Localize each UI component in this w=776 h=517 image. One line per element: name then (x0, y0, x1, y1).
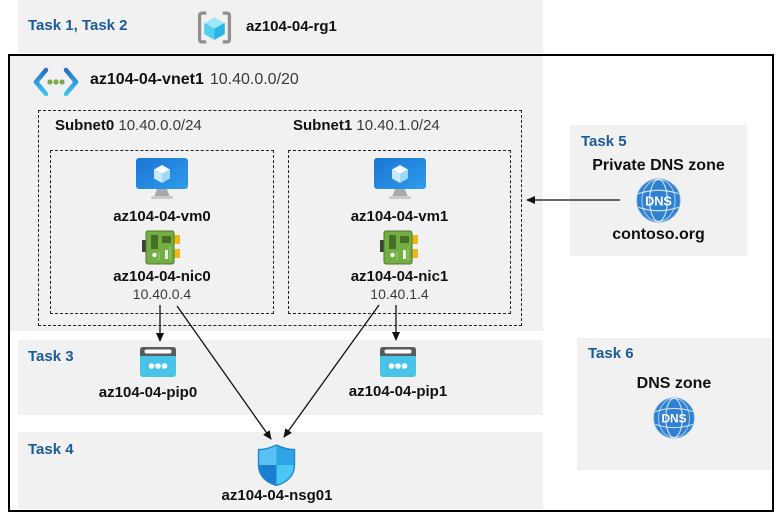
dns-zone-title: DNS zone (636, 375, 712, 392)
task-3-label: Task 3 (28, 348, 74, 365)
task-3-panel: Task 3 (18, 340, 543, 415)
public-ip-icon (140, 347, 176, 377)
subnet1-name: Subnet1 (293, 117, 353, 134)
nic1-ip: 10.40.1.4 (370, 286, 429, 302)
nsg-name: az104-04-nsg01 (221, 487, 333, 504)
network-interface-icon (379, 230, 418, 265)
dns-icon-text: DNS (645, 193, 672, 208)
subnet0-cidr: 10.40.0.0/24 (118, 117, 202, 134)
pip1-name: az104-04-pip1 (348, 383, 448, 400)
network-interface-icon (142, 230, 180, 265)
nic0-name: az104-04-nic0 (113, 268, 211, 285)
resource-group-name: az104-04-rg1 (246, 18, 337, 35)
private-dns-zone-title: Private DNS zone (592, 157, 725, 174)
vnet-name: az104-04-vnet1 (90, 71, 204, 88)
virtual-machine-icon (373, 158, 426, 199)
vnet-region (10, 56, 543, 331)
task-4-label: Task 4 (28, 441, 74, 458)
subnet0-name: Subnet0 (55, 117, 115, 134)
subnet0-vm-group: az104-04-vm0 az104-04-nic0 10.40.0.4 (50, 150, 274, 314)
subnets-container (38, 110, 522, 326)
nic0-ip: 10.40.0.4 (132, 286, 192, 302)
subnet1-label: Subnet1 10.40.1.0/24 (293, 117, 440, 134)
vm1-name: az104-04-vm1 (350, 208, 449, 225)
resource-group-icon (197, 11, 232, 44)
subnet0-label: Subnet0 10.40.0.0/24 (55, 117, 202, 134)
nic1-name: az104-04-nic1 (350, 268, 449, 285)
task-6-label: Task 6 (588, 345, 634, 362)
task-5-panel: Task 5 Private DNS zone DNS contoso.org (570, 125, 747, 256)
virtual-network-icon (33, 67, 79, 97)
vm0-name: az104-04-vm0 (113, 208, 211, 225)
private-dns-zone-name: contoso.org (612, 226, 705, 243)
virtual-machine-icon (136, 158, 188, 199)
task-5-label: Task 5 (581, 133, 627, 150)
task-1-2-panel: Task 1, Task 2 az104-04-rg1 (18, 0, 543, 53)
pip0-name: az104-04-pip0 (98, 384, 198, 401)
dns-zone-icon: DNS (653, 397, 695, 439)
vnet-cidr: 10.40.0.0/20 (209, 71, 299, 88)
subnet1-vm-group: az104-04-vm1 az104-04-nic1 10.40.1.4 (288, 150, 511, 314)
vnet-title: az104-04-vnet1 10.40.0.0/20 (90, 71, 299, 89)
public-ip-icon (380, 347, 416, 377)
dns-icon-text: DNS (661, 412, 686, 426)
dns-zone-icon: DNS (636, 178, 681, 223)
network-security-group-icon (257, 444, 296, 486)
task-1-2-label: Task 1, Task 2 (28, 17, 128, 34)
task-6-panel: Task 6 DNS zone DNS (577, 338, 771, 470)
subnet1-cidr: 10.40.1.0/24 (356, 117, 440, 134)
